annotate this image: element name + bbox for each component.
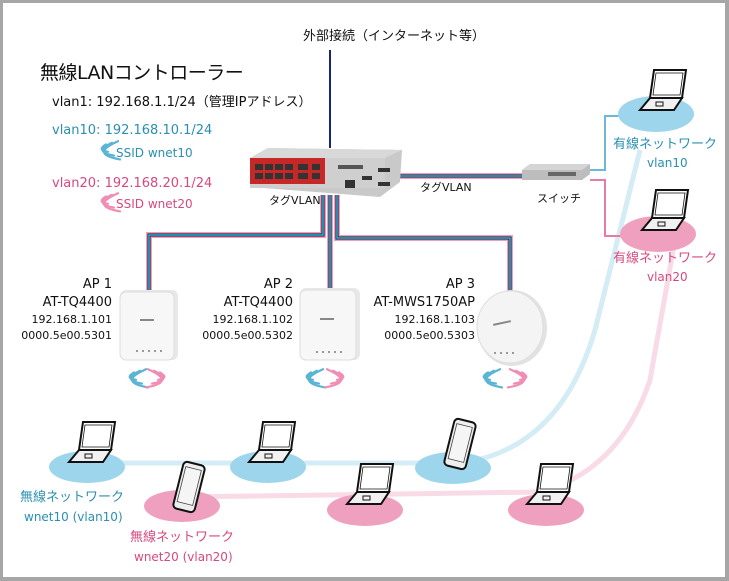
ap3-model: AT-MWS1750AP xyxy=(373,295,475,310)
ap3-device[interactable] xyxy=(476,290,547,366)
wireless-client-2-ellipse xyxy=(230,451,306,483)
ap3-ip: 192.168.1.103 xyxy=(394,313,475,326)
controller-vlan10: vlan10: 192.168.10.1/24 xyxy=(52,123,213,138)
switch-vlan20-line xyxy=(590,179,630,237)
phone-wireless-4[interactable] xyxy=(172,460,206,514)
ap2-name: AP 2 xyxy=(263,277,293,292)
ap2-ip: 192.168.1.102 xyxy=(212,313,293,326)
wifi-wave-icon xyxy=(482,368,504,389)
ap3-mac: 0000.5e00.5303 xyxy=(384,329,475,342)
ap2-mac: 0000.5e00.5302 xyxy=(202,329,293,342)
laptop-wireless-1[interactable] xyxy=(66,421,117,463)
wifi-wave-icon xyxy=(305,368,327,389)
ap2-model: AT-TQ4400 xyxy=(223,295,293,310)
wifi-wave-icon xyxy=(144,368,166,389)
client-devices xyxy=(66,69,690,514)
controller-title: 無線LANコントローラー xyxy=(40,62,244,84)
switch-label: スイッチ xyxy=(537,192,581,205)
controller-mgmt-ip: vlan1: 192.168.1.1/24（管理IPアドレス） xyxy=(52,95,312,110)
laptop-wired-vlan20[interactable] xyxy=(639,189,690,231)
phone-wireless-3[interactable] xyxy=(443,417,477,471)
wired-net-vlan10-sub: vlan10 xyxy=(647,156,688,170)
laptop-wireless-5[interactable] xyxy=(344,463,395,505)
controller-vlan20: vlan20: 192.168.20.1/24 xyxy=(52,176,213,191)
ap1-device[interactable] xyxy=(119,290,178,361)
wifi-waves xyxy=(100,140,528,389)
wireless-client-6-ellipse xyxy=(508,494,584,526)
laptop-wireless-2[interactable] xyxy=(246,421,297,463)
wired-net-vlan10-label: 有線ネットワーク xyxy=(613,137,718,152)
laptop-wired-vlan10[interactable] xyxy=(637,69,688,111)
wireless-net-wnet10-sub: wnet10 (vlan10) xyxy=(24,510,123,524)
controller-ssid10: SSID wnet10 xyxy=(116,146,193,160)
tag-vlan-label-right: タグVLAN xyxy=(420,181,472,194)
wifi-wave-icon xyxy=(323,368,345,389)
wired-net-vlan20-sub: vlan20 xyxy=(647,270,688,284)
ap1-name: AP 1 xyxy=(82,277,112,292)
ap3-name: AP 3 xyxy=(445,277,475,292)
wifi-wave-icon xyxy=(100,140,122,161)
switch-device[interactable] xyxy=(522,164,590,180)
ap1-model: AT-TQ4400 xyxy=(42,295,112,310)
trunk-ap3 xyxy=(334,195,513,292)
tag-vlan-label-down: タグVLAN xyxy=(269,194,321,207)
wireless-client-5-ellipse xyxy=(327,494,403,526)
wifi-wave-icon xyxy=(506,368,528,389)
trunk-ap1 xyxy=(146,195,326,290)
wifi-wave-icon xyxy=(100,192,122,213)
wireless-net-wnet10-label: 無線ネットワーク xyxy=(20,490,125,505)
wired-net-vlan20-label: 有線ネットワーク xyxy=(613,251,718,266)
ap2-device[interactable] xyxy=(299,288,360,361)
laptop-wireless-6[interactable] xyxy=(524,463,575,505)
ap1-ip: 192.168.1.101 xyxy=(31,313,112,326)
switch-vlan10-line xyxy=(590,115,625,171)
wlan-controller-device[interactable] xyxy=(250,148,402,197)
wifi-wave-icon xyxy=(128,368,150,389)
ap1-mac: 0000.5e00.5301 xyxy=(21,329,112,342)
controller-ssid20: SSID wnet20 xyxy=(116,197,193,211)
external-connection-label: 外部接続（インターネット等） xyxy=(303,29,486,44)
wireless-net-wnet20-label: 無線ネットワーク xyxy=(130,530,235,545)
wireless-net-wnet20-sub: wnet20 (vlan20) xyxy=(134,550,233,564)
